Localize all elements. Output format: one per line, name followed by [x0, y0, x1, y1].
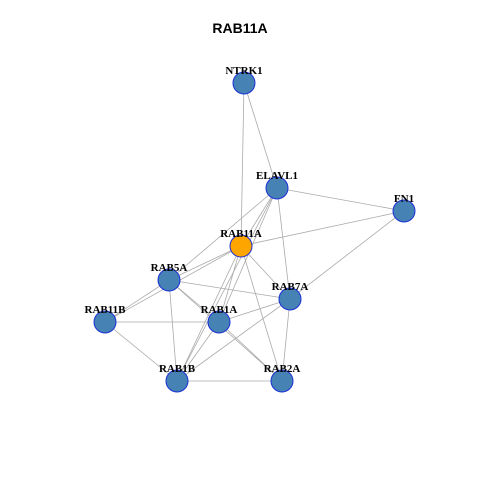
- edges-layer: [104, 82, 405, 382]
- edge-fn1-rab11a: [240, 210, 405, 247]
- node-label-rab1b: RAB1B: [159, 363, 196, 375]
- node-fn1[interactable]: [392, 199, 416, 223]
- edge-rab1a-rab1b: [176, 321, 220, 382]
- node-label-rab7a: RAB7A: [272, 281, 309, 293]
- node-label-ntrk1: NTRK1: [225, 65, 262, 77]
- edge-elavl1-rab7a: [276, 187, 291, 300]
- edge-rab11a-rab5a: [168, 245, 242, 281]
- edge-rab5a-rab7a: [168, 279, 291, 300]
- node-elavl1[interactable]: [265, 176, 289, 200]
- edge-elavl1-fn1: [276, 187, 405, 212]
- edge-rab11a-rab1a: [218, 245, 242, 323]
- node-rab1b[interactable]: [165, 369, 189, 393]
- edge-rab11b-rab1b: [104, 321, 178, 382]
- node-rab7a[interactable]: [278, 287, 302, 311]
- edge-rab7a-rab2a: [281, 298, 291, 382]
- node-label-rab11b: RAB11B: [85, 304, 127, 316]
- node-rab1a[interactable]: [207, 310, 231, 334]
- edge-rab11a-rab7a: [240, 245, 291, 300]
- edge-ntrk1-rab11a: [240, 82, 245, 247]
- edge-elavl1-rab1b: [176, 187, 278, 382]
- edge-rab1a-rab2a: [218, 321, 283, 382]
- node-label-elavl1: ELAVL1: [256, 170, 298, 182]
- edge-rab5a-rab1b: [168, 279, 178, 382]
- node-label-fn1: FN1: [394, 193, 414, 205]
- node-rab11a[interactable]: [229, 234, 253, 258]
- edge-elavl1-rab5a: [168, 187, 278, 281]
- edge-ntrk1-elavl1: [243, 82, 278, 189]
- nodes-layer: [93, 71, 416, 393]
- node-ntrk1[interactable]: [232, 71, 256, 95]
- edge-rab5a-rab11b: [104, 279, 170, 323]
- node-label-rab5a: RAB5A: [151, 262, 188, 274]
- chart-title: RAB11A: [212, 20, 268, 36]
- node-label-rab11a: RAB11A: [220, 228, 262, 240]
- node-label-rab1a: RAB1A: [201, 304, 238, 316]
- edge-fn1-rab7a: [289, 210, 405, 300]
- node-rab5a[interactable]: [157, 268, 181, 292]
- edge-rab1a-rab7a: [218, 298, 291, 323]
- node-label-rab2a: RAB2A: [264, 363, 301, 375]
- node-rab11b[interactable]: [93, 310, 117, 334]
- node-rab2a[interactable]: [270, 369, 294, 393]
- edge-rab11a-rab2a: [240, 245, 283, 382]
- edge-rab7a-rab1b: [176, 298, 291, 382]
